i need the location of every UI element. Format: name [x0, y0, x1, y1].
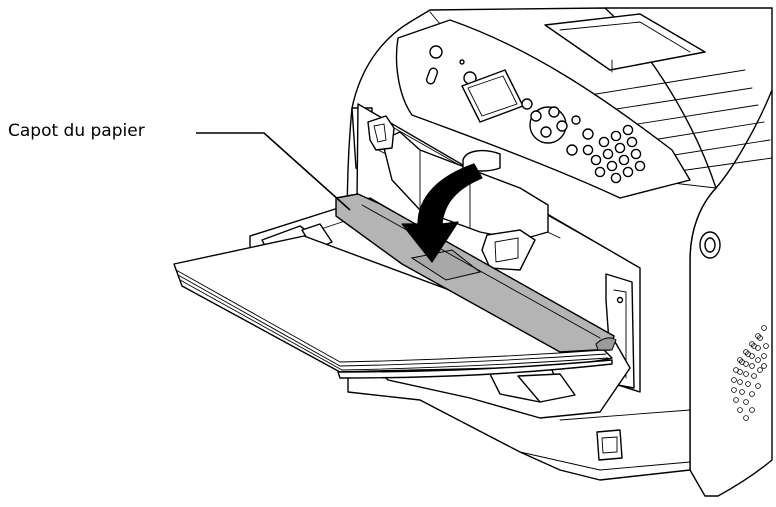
- curved-arrow-icon: [401, 163, 483, 263]
- control-panel: [395, 19, 691, 199]
- callout-label: Capot du papier: [8, 121, 145, 141]
- side-vent: [731, 325, 769, 421]
- control-panel-keypad: [582, 124, 646, 184]
- callout-leader-line: [196, 132, 351, 211]
- multipurpose-tray: [173, 197, 631, 419]
